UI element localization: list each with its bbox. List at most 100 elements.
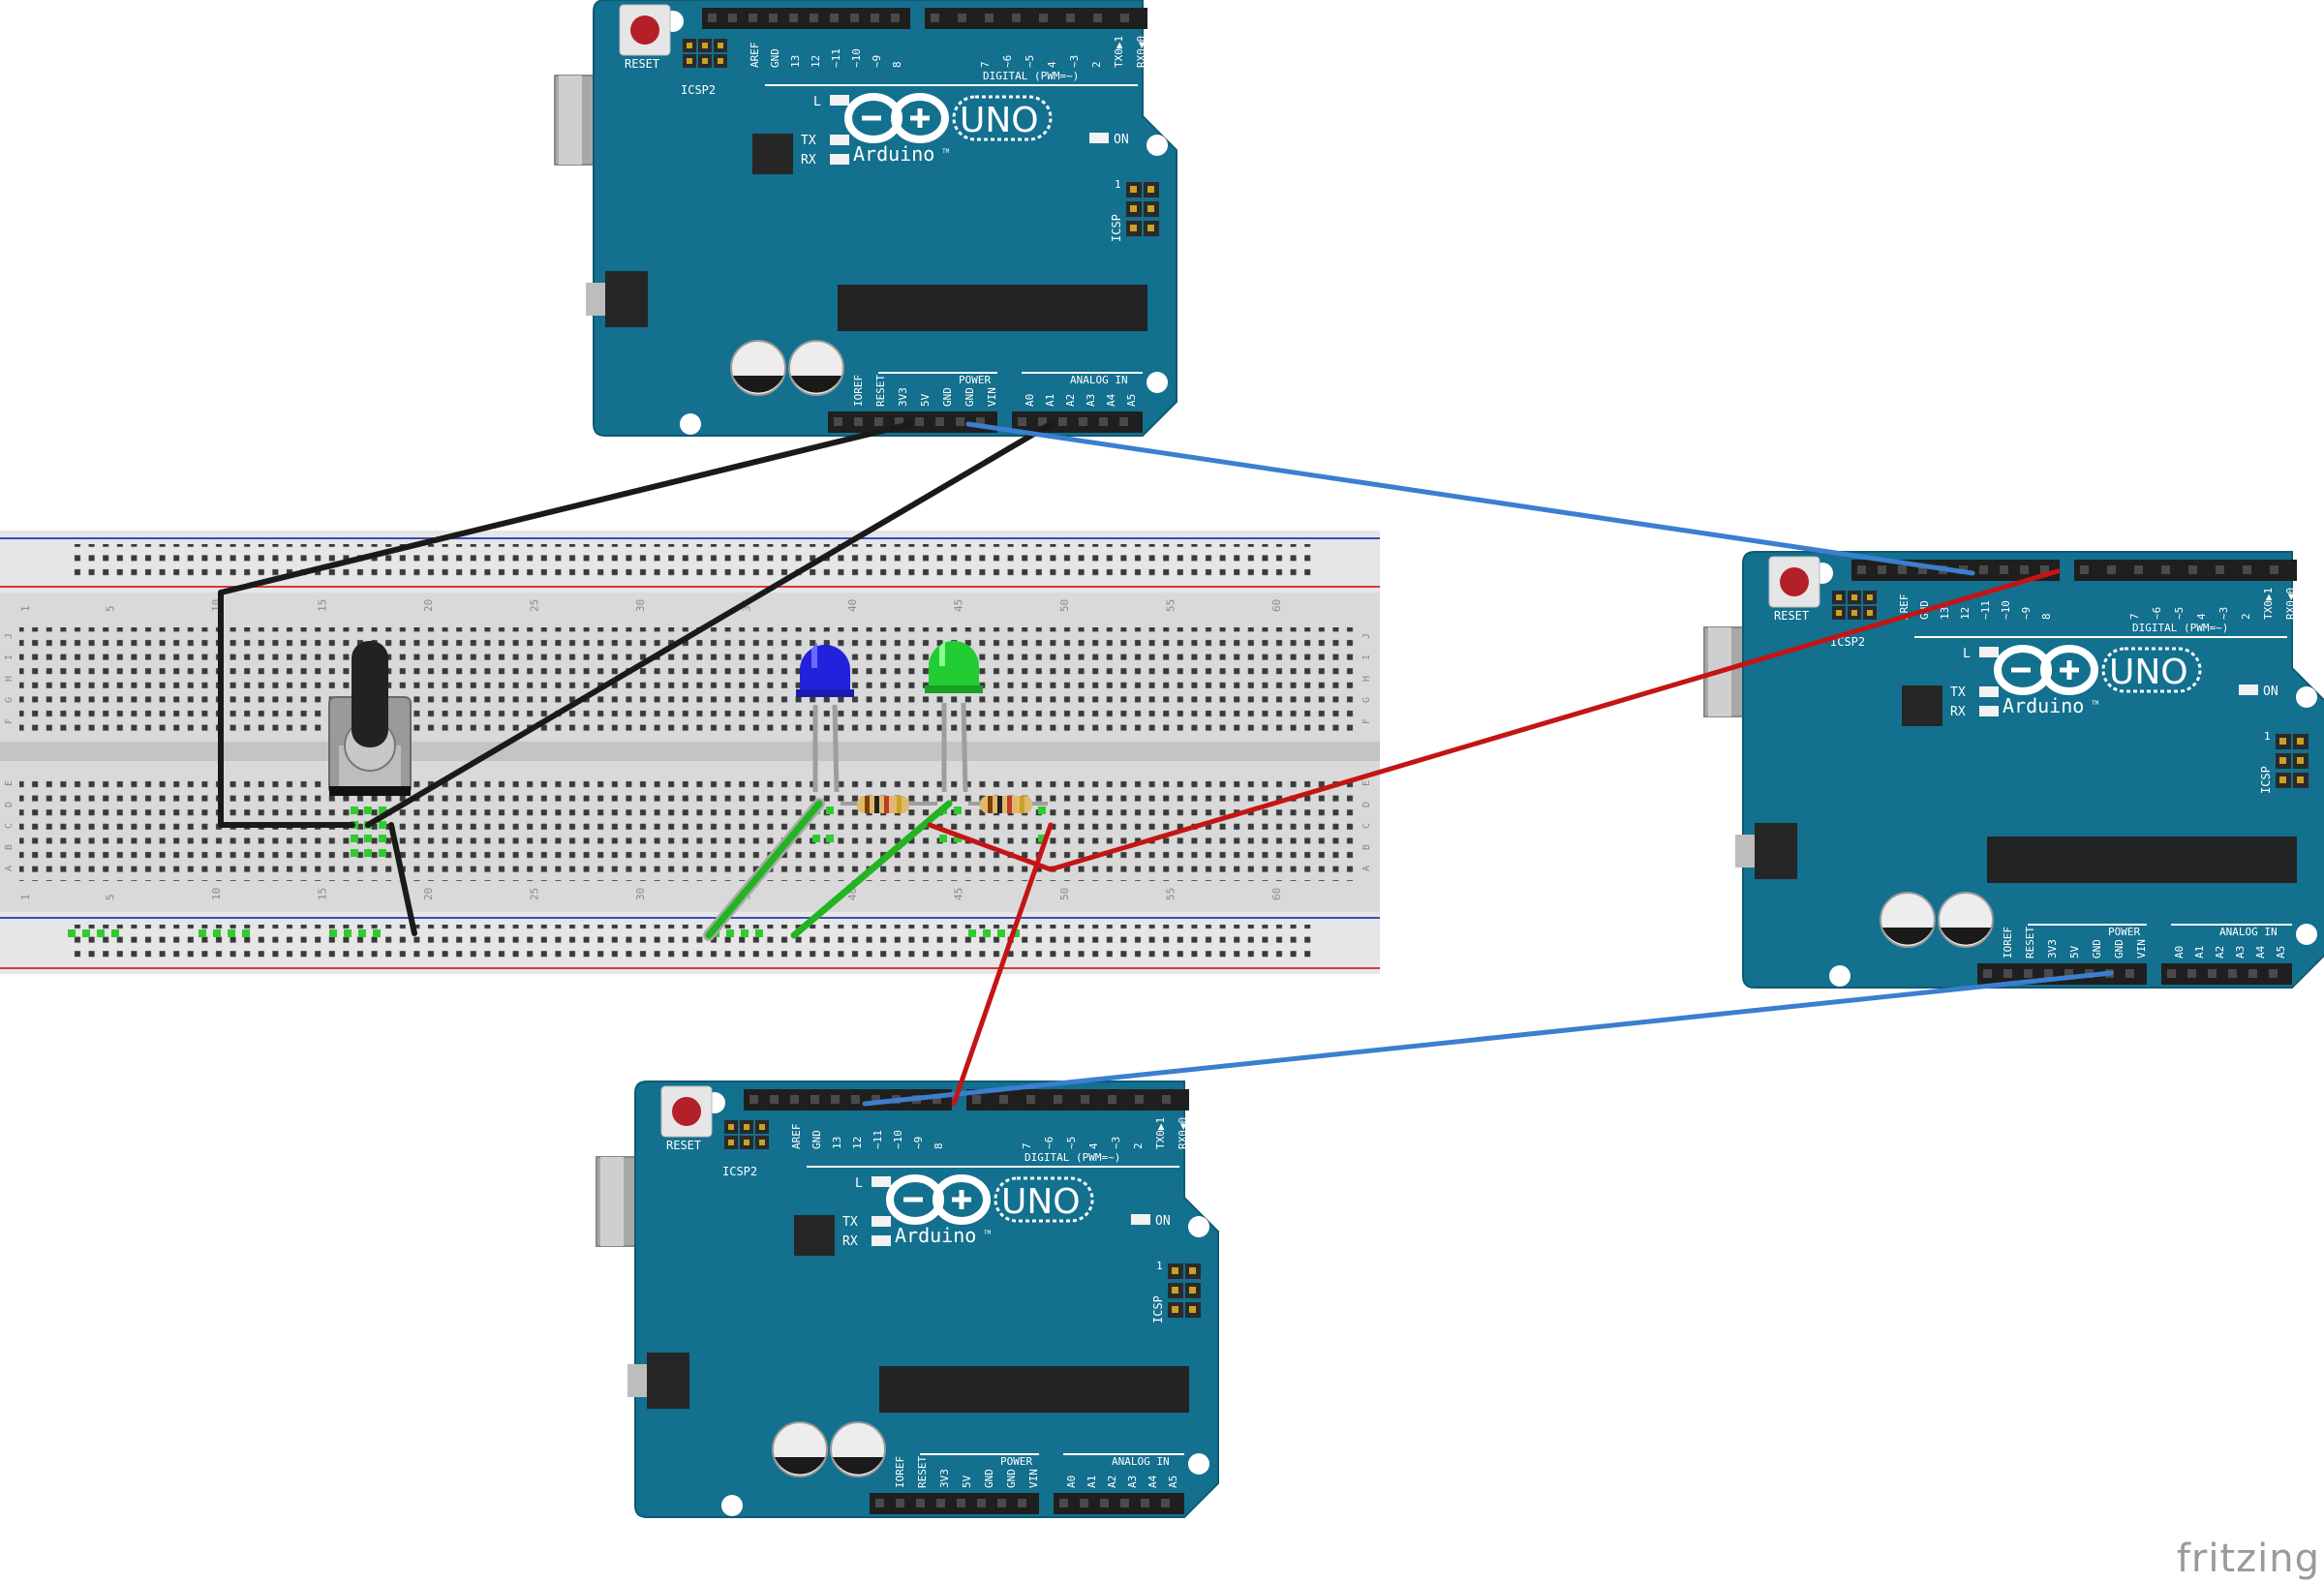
analog-pin-label: A5 (1167, 1476, 1179, 1488)
reset-label: RESET (1774, 609, 1809, 623)
atmega328-chip (879, 1366, 1189, 1413)
tx-label: TX (1950, 685, 1966, 700)
voltage-regulator (627, 1364, 649, 1397)
terminal-strip-top (19, 627, 1356, 734)
resistor-1 (841, 796, 937, 813)
column-number: 55 (1165, 888, 1177, 900)
voltage-regulator (586, 283, 607, 316)
column-number: 5 (105, 894, 117, 900)
led-l-label: L (1963, 647, 1971, 661)
power-pin-label: 3V3 (897, 387, 909, 407)
power-pin-label: GND (1005, 1469, 1018, 1488)
icsp2-header (1832, 591, 1877, 620)
row-letter: H (4, 676, 15, 682)
usb-chip (752, 134, 793, 174)
wire-blue-right-bottom (862, 970, 2114, 1107)
voltage-regulator (1735, 835, 1757, 868)
board-pcb (593, 0, 1177, 437)
icsp-header (2276, 734, 2309, 788)
brand-label: Arduino (895, 1224, 976, 1247)
digital-pin-label: ~9 (2020, 607, 2033, 620)
row-letter: D (4, 802, 15, 807)
digital-pin-label: 12 (810, 55, 822, 68)
digital-pin-label: TX0▶1 (1113, 36, 1125, 68)
digital-pin-label: ~6 (1001, 55, 1014, 68)
icsp-label: ICSP (2259, 766, 2273, 794)
resistor-2 (968, 796, 1048, 813)
digital-pin-label: AREF (790, 1124, 803, 1150)
led-tx (1979, 686, 1999, 697)
digital-pin-label: 13 (1939, 607, 1951, 620)
reset-label: RESET (666, 1139, 701, 1152)
on-label: ON (2263, 685, 2278, 699)
digital-pin-label: ~3 (1110, 1137, 1122, 1149)
power-label: POWER (2108, 926, 2140, 938)
led-on (2239, 685, 2258, 695)
power-pin-label: 5V (2068, 945, 2081, 959)
digital-pin-label: 8 (933, 1142, 945, 1149)
row-letter: G (1361, 697, 1372, 703)
analog-pin-label: A0 (2173, 946, 2186, 959)
icsp2-label: ICSP2 (722, 1165, 757, 1178)
wires (218, 421, 2114, 1107)
model-label: UNO (2109, 653, 2188, 692)
power-pin-label: 5V (961, 1475, 973, 1488)
digital-pin-label: GND (769, 48, 781, 68)
digital-pin-label: 2 (1090, 61, 1103, 68)
usb-chip (1902, 685, 1942, 726)
rx-label: RX (1950, 705, 1966, 719)
analog-header (1012, 411, 1143, 433)
digital-pin-label: 8 (2040, 613, 2053, 620)
row-letter: C (1361, 823, 1372, 829)
rx-label: RX (842, 1234, 858, 1249)
analog-pin-label: A0 (1024, 394, 1036, 407)
analog-pin-label: A3 (2234, 946, 2247, 959)
digital-pin-label: ~11 (830, 48, 842, 68)
icsp-header (1168, 1263, 1201, 1318)
column-number: 30 (634, 888, 647, 900)
digital-pin-label: GND (810, 1130, 823, 1149)
column-number: 1 (19, 605, 32, 612)
column-number: 60 (1270, 599, 1283, 612)
power-pin-label: 3V3 (2046, 939, 2059, 959)
bottom-power-rail (68, 925, 1317, 959)
row-letter: C (4, 823, 15, 829)
column-number: 40 (846, 599, 859, 612)
power-pin-label: GND (983, 1469, 995, 1488)
mounting-hole (2296, 686, 2317, 708)
led-on (1089, 133, 1109, 143)
digital-pin-label: 13 (789, 55, 802, 68)
digital-pin-label: TX0▶1 (1154, 1117, 1167, 1149)
digital-pin-label: ~5 (1065, 1137, 1078, 1149)
led-l-label: L (813, 95, 821, 109)
usb-chip (794, 1215, 835, 1256)
mounting-hole (1147, 135, 1168, 156)
led-l (1979, 647, 1999, 657)
column-number: 50 (1058, 888, 1071, 900)
icsp2-header (683, 39, 727, 68)
icsp-pin1-label: 1 (1156, 1260, 1163, 1272)
tx-label: TX (842, 1215, 858, 1230)
digital-pin-label: 2 (1132, 1142, 1145, 1149)
column-number: 15 (317, 599, 329, 612)
row-letter: J (4, 633, 15, 639)
power-pin-label: VIN (986, 387, 998, 407)
power-pin-label: 5V (919, 393, 932, 407)
icsp-pin1-label: 1 (2264, 730, 2271, 743)
row-letter: I (4, 655, 15, 660)
column-number: 55 (1165, 599, 1177, 612)
analog-pin-label: A1 (1086, 1476, 1098, 1488)
power-pin-label: RESET (874, 375, 887, 407)
row-letter: E (1361, 780, 1372, 786)
analog-label: ANALOG IN (2219, 926, 2278, 938)
digital-pin-label: ~6 (2151, 607, 2163, 620)
analog-pin-label: A2 (2214, 946, 2226, 959)
power-pin-label: GND (963, 387, 976, 407)
row-letter: A (4, 866, 15, 871)
tx-label: TX (801, 134, 816, 148)
analog-pin-label: A1 (2193, 946, 2206, 959)
